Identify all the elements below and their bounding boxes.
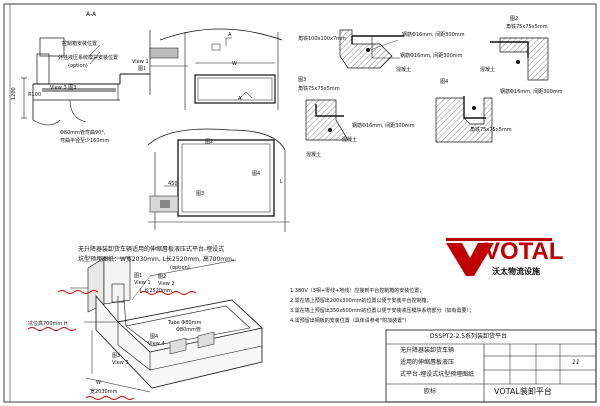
detail1-concrete-label: 混凝土 bbox=[396, 67, 412, 73]
plan-width-dimension: W bbox=[232, 61, 237, 67]
hydraulic-module-location-label: 外挂液压系统模块安装位置 bbox=[58, 55, 119, 61]
votal-logo-graphic bbox=[446, 238, 552, 276]
section-aa-radius-label: R100 bbox=[28, 92, 42, 98]
top-plan-view bbox=[159, 28, 283, 110]
iso-view4-label: View 4 bbox=[148, 341, 165, 347]
detail4-title: 图4 bbox=[440, 79, 449, 85]
iso-height-dimension: 坑位高700mm H bbox=[28, 321, 68, 327]
note-3: 3.需在墙上预留出350x600mm的位置以便于安装液压模块系统部分（如有需要）… bbox=[290, 308, 475, 314]
conduit-bend-note-line1: Φ80mm管弯曲90°, bbox=[60, 130, 106, 136]
detail-1-drawing bbox=[339, 29, 404, 69]
section-aa-option-label: (option) bbox=[68, 63, 88, 69]
detail4-angle-iron-label: 角铁75x75x5mm bbox=[470, 127, 512, 133]
plan-fig3-label: 图3 bbox=[196, 191, 205, 197]
detail3-concrete-label: 混凝土 bbox=[342, 137, 358, 143]
section-aa-mark: A-A bbox=[86, 11, 97, 18]
iso-description-line2: 坑型预埋图纸：W宽2030mm, L长2520mm, 高700mm。 bbox=[78, 256, 238, 263]
section-marker-a-bottom: A bbox=[238, 96, 242, 102]
plan-length-dimension: L bbox=[280, 179, 283, 185]
iso-width-dimension: 宽2030mm bbox=[90, 389, 118, 395]
iso-fig2-label: 图2 bbox=[158, 274, 167, 280]
iso-fig4-label: 图4 bbox=[150, 334, 159, 340]
detail4-rebar-label: 钢筋Φ16mm, 间距300mm bbox=[500, 89, 563, 95]
iso-length-dimension: L 长2520mm bbox=[140, 288, 172, 294]
sheet-number: 11 bbox=[572, 359, 580, 366]
section-aa-fig1-label: 图1 bbox=[138, 66, 147, 72]
iso-view3-label: View 3 bbox=[112, 360, 129, 366]
plan-fig2-label: 图2 bbox=[205, 139, 214, 145]
plan-450-dimension: 450 bbox=[168, 181, 178, 187]
logo-subtitle: 沃太物流设施 bbox=[492, 267, 540, 276]
logo-brand-text: VOTAL bbox=[484, 238, 564, 265]
section-aa-view bbox=[21, 30, 188, 126]
iso-view1-label: View 1 bbox=[134, 280, 151, 286]
standard-label: 欧标 bbox=[424, 388, 437, 395]
iso-option-label: (option) bbox=[170, 265, 190, 271]
iso-description-line1: 无升降器装卸货车辆适用的伸缩唇板液压式平台-埋设式 bbox=[78, 246, 225, 253]
iso-fig3-label: 图3 bbox=[112, 353, 121, 359]
title-block-grid bbox=[385, 329, 597, 403]
detail2-concrete-label: 混凝土 bbox=[480, 67, 496, 73]
detail-3-drawing bbox=[305, 99, 349, 141]
title-series: DSSPT2-2.5系列装卸货平台 bbox=[430, 333, 508, 340]
detail-2-drawing bbox=[490, 37, 549, 81]
detail2-title: 图2 bbox=[510, 16, 519, 22]
detail3-title: 图3 bbox=[298, 77, 307, 83]
title-desc-line3: 式平台-埋设式坑型预埋图纸 bbox=[400, 371, 475, 378]
company-label: VOTAL装卸平台 bbox=[494, 387, 552, 396]
main-plan-view bbox=[147, 128, 290, 232]
detail1-rebar-label: 钢筋Φ16mm, 间距300mm bbox=[402, 32, 465, 38]
detail2-angle-iron-label: 角铁75x75x5mm bbox=[506, 24, 548, 30]
detail-4-drawing bbox=[435, 96, 493, 143]
section-aa-height-dimension: 1200 bbox=[11, 87, 17, 100]
detail3-angle-iron-label: 角铁75x75x5mm bbox=[298, 86, 340, 92]
title-desc-line1: 无升降器装卸货车辆 bbox=[400, 347, 455, 354]
plan-fig4-label: 图4 bbox=[252, 171, 261, 177]
iso-tube-sub-label: Φ80mm管 bbox=[176, 327, 202, 333]
section-aa-view1-label: View 1 bbox=[132, 59, 149, 65]
note-4: 4.需预留出钢板的安装位置（具体请参考"附加装置"） bbox=[290, 318, 410, 324]
section-aa-view3-label: View 3 图3 bbox=[50, 85, 77, 91]
iso-fig1-label: 图1 bbox=[134, 273, 143, 279]
control-box-location-label: 控制箱安装位置 bbox=[62, 41, 98, 47]
iso-tube-label: Tube Φ80mm bbox=[168, 320, 202, 326]
sheet-border bbox=[3, 3, 597, 403]
detail3-rebar-label: 钢筋Φ16mm, 间距300mm bbox=[352, 123, 415, 129]
conduit-bend-note-line2: 弯曲半径至少160mm bbox=[60, 138, 110, 144]
note-1: 1.380V（3相+零线+地线）应接到平台控制箱的安装位置； bbox=[290, 288, 425, 294]
red-highlight-marks bbox=[27, 290, 197, 400]
section-marker-a-top: A bbox=[228, 32, 232, 38]
iso-width-mark: W bbox=[96, 380, 101, 386]
title-desc-line2: 适用的伸缩唇板液压 bbox=[400, 359, 455, 366]
iso-view2-label: View 2 bbox=[158, 281, 175, 287]
note-2: 2.需在墙上预留出200x300mm的位置以便于安装平台控制箱； bbox=[290, 298, 432, 304]
detail1-rebar-label-2: 钢筋Φ16mm, 间距300mm bbox=[400, 53, 463, 59]
detail1-angle-iron-label: 角铁100x100x7mm bbox=[298, 36, 346, 42]
isometric-pit-view bbox=[70, 257, 263, 393]
detail3-concrete-label-2: 混凝土 bbox=[306, 152, 322, 158]
